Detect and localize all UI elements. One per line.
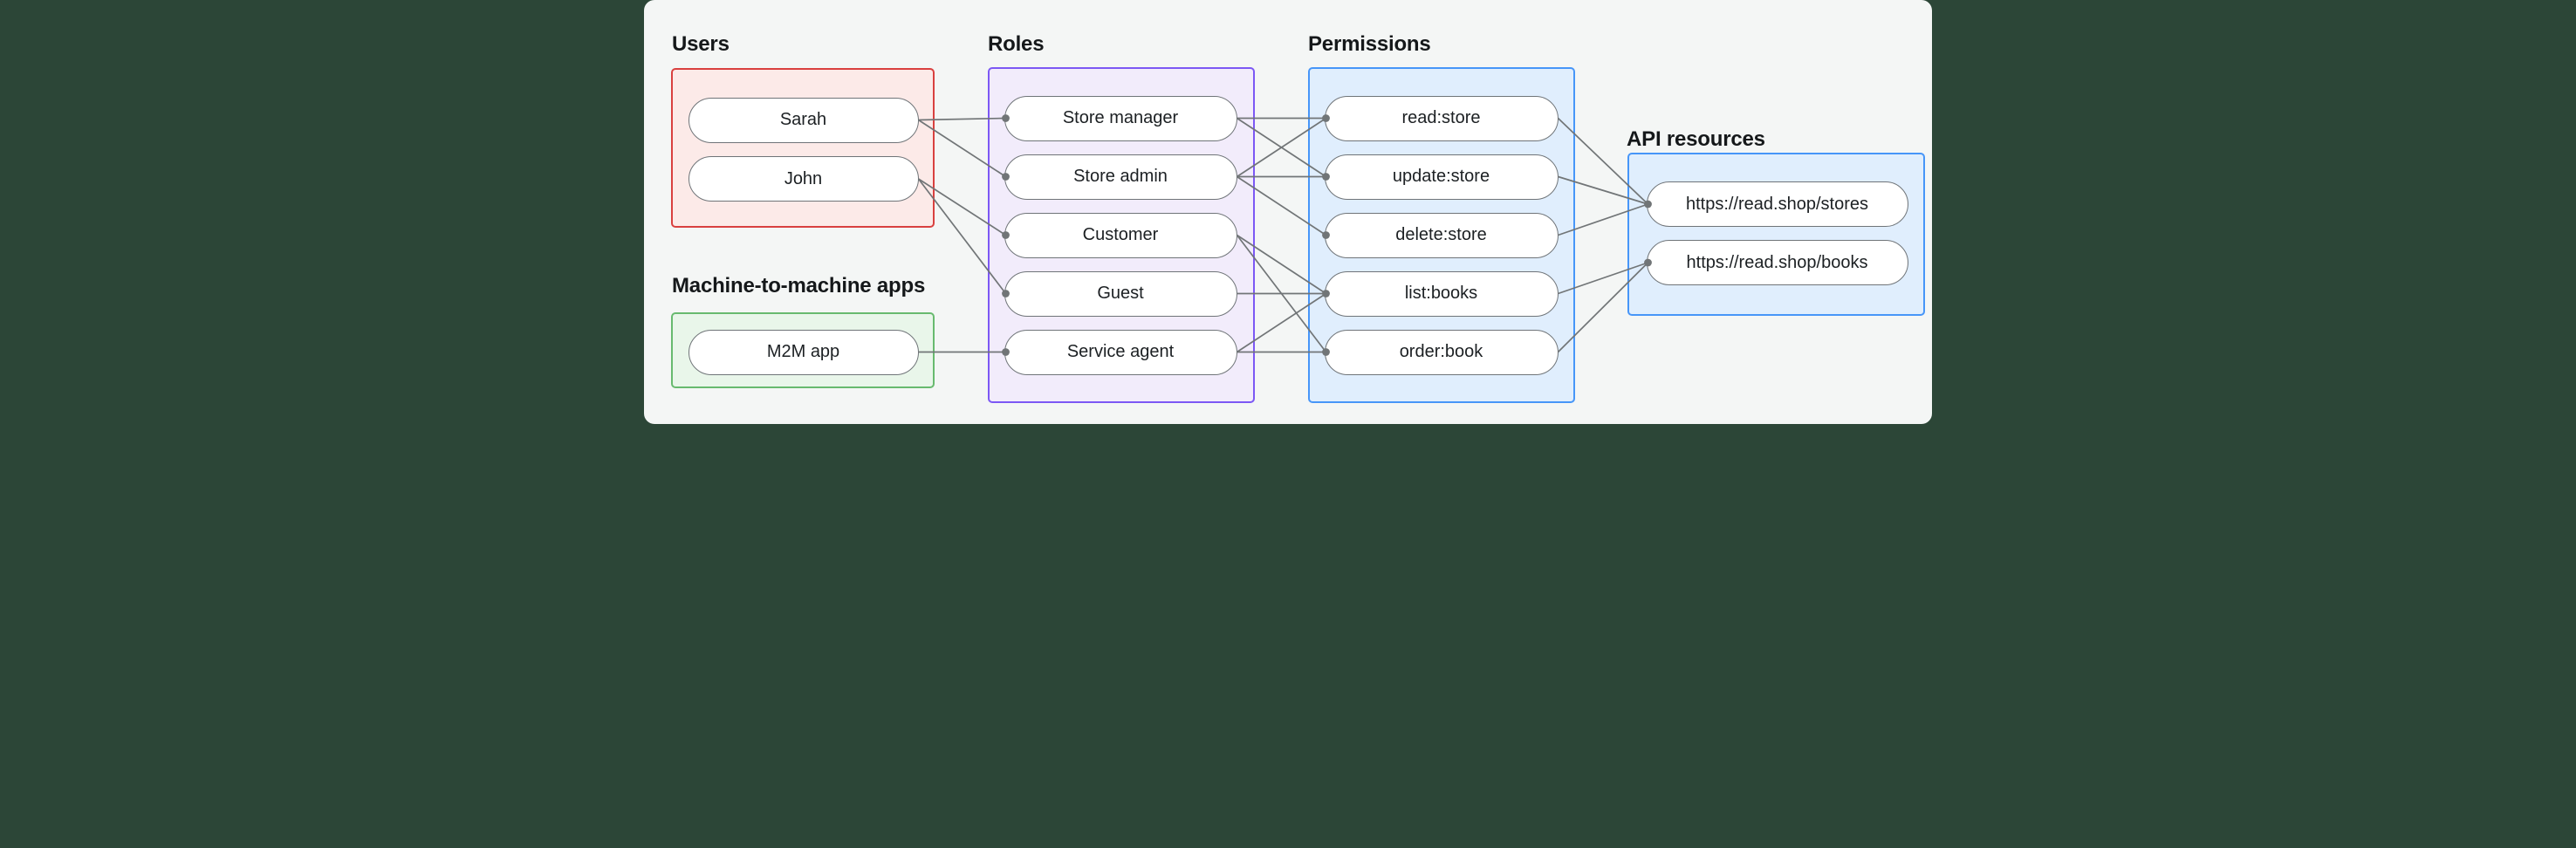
node-list_books: list:books xyxy=(1324,270,1559,317)
node-label: list:books xyxy=(1404,284,1478,303)
users-section-label: Users xyxy=(672,32,730,56)
node-order_book: order:book xyxy=(1324,329,1559,375)
roles-section-label: Roles xyxy=(988,32,1045,56)
node-m2m_app: M2M app xyxy=(688,329,919,375)
node-update_store: update:store xyxy=(1324,154,1559,200)
node-label: Sarah xyxy=(779,110,827,129)
m2m-section-label: Machine-to-machine apps xyxy=(672,274,926,297)
node-label: Customer xyxy=(1082,225,1159,244)
node-read_store: read:store xyxy=(1324,95,1559,141)
diagram-panel: Users Machine-to-machine apps Roles Perm… xyxy=(644,0,1932,424)
node-label: read:store xyxy=(1401,108,1481,127)
node-label: https://read.shop/books xyxy=(1686,252,1868,272)
node-label: M2M app xyxy=(766,342,840,361)
node-john: John xyxy=(688,156,919,202)
node-label: order:book xyxy=(1399,342,1483,361)
node-sarah: Sarah xyxy=(688,97,919,143)
node-customer: Customer xyxy=(1004,212,1237,258)
node-label: Store manager xyxy=(1062,108,1179,127)
node-stores: https://read.shop/stores xyxy=(1646,181,1908,227)
node-guest: Guest xyxy=(1004,270,1237,317)
node-books: https://read.shop/books xyxy=(1646,240,1908,285)
node-label: Store admin xyxy=(1073,167,1168,186)
diagram-canvas: Users Machine-to-machine apps Roles Perm… xyxy=(644,0,1932,424)
node-label: delete:store xyxy=(1395,225,1487,244)
node-label: https://read.shop/stores xyxy=(1685,194,1868,214)
permissions-section-label: Permissions xyxy=(1308,32,1431,56)
node-store_admin: Store admin xyxy=(1004,154,1237,200)
node-label: Service agent xyxy=(1066,342,1175,361)
node-store_manager: Store manager xyxy=(1004,95,1237,141)
node-label: John xyxy=(784,168,823,188)
node-delete_store: delete:store xyxy=(1324,212,1559,258)
api-resources-section-label: API resources xyxy=(1627,127,1765,151)
node-label: Guest xyxy=(1097,284,1144,303)
node-label: update:store xyxy=(1392,167,1490,186)
node-service_agent: Service agent xyxy=(1004,329,1237,375)
